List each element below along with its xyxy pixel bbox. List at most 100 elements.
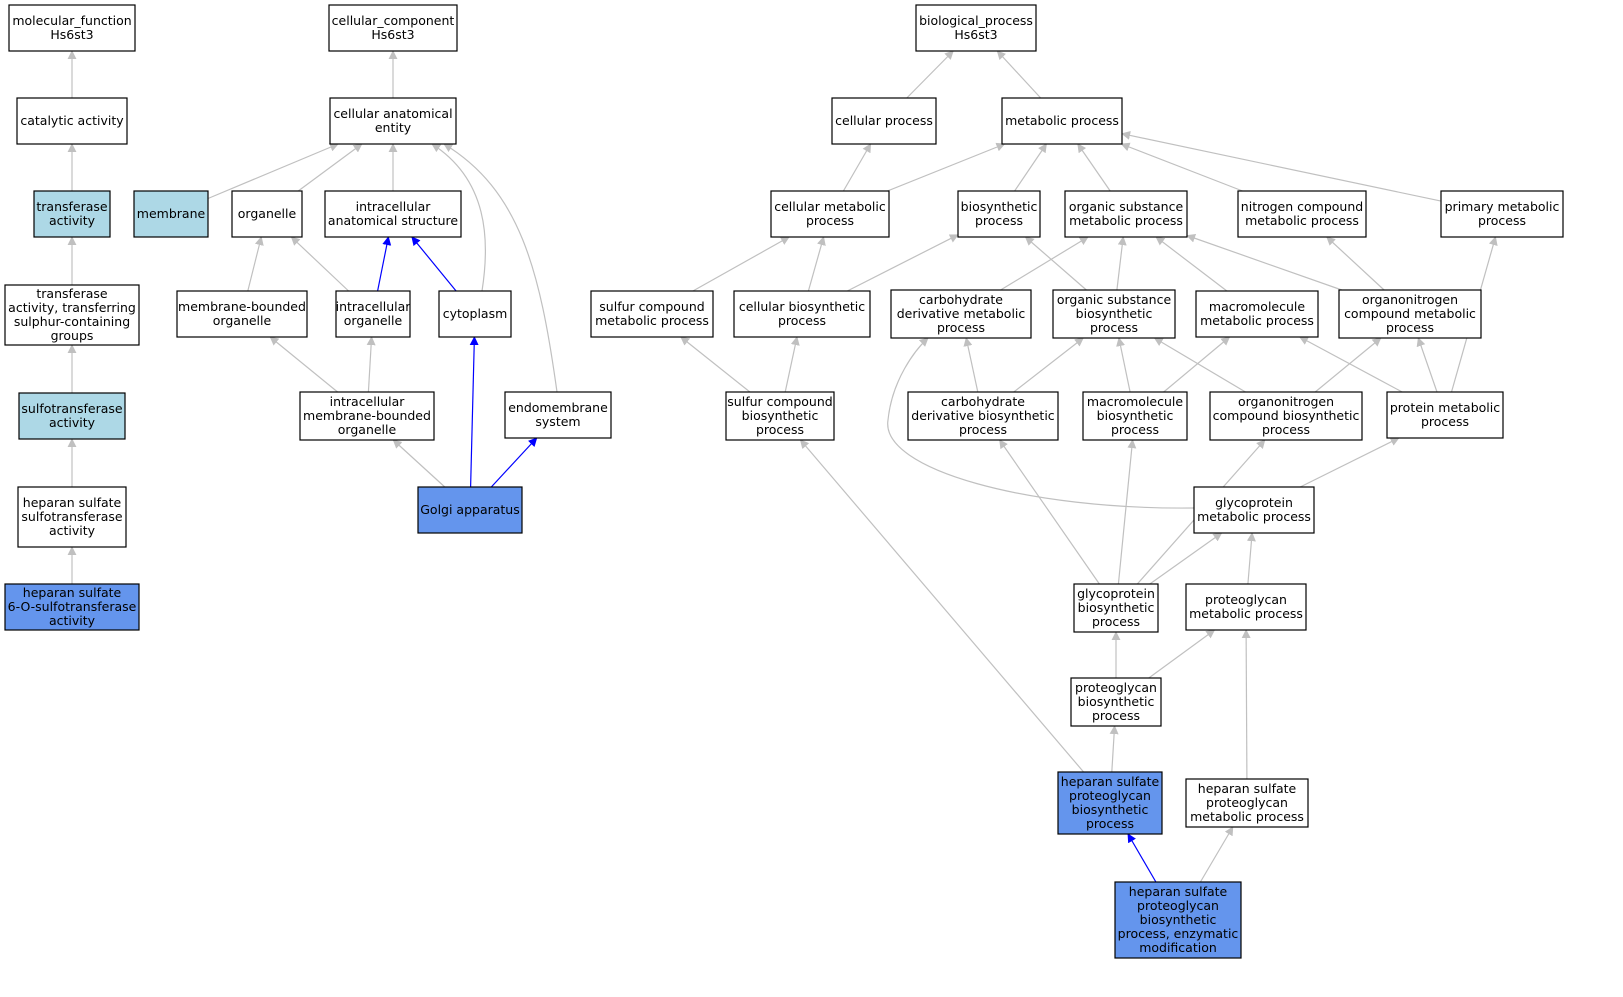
edge-pmp-to-metabolic_process [1121,130,1442,202]
node-organelle[interactable]: organelle [231,190,303,238]
node-box [733,290,871,338]
node-box [417,486,523,534]
node-box [907,391,1059,441]
node-label-line: biosynthetic [1078,694,1155,709]
node-box [1114,881,1242,959]
node-label-line: metabolic process [1189,606,1303,621]
edge-endomembrane-to-cae [443,143,558,393]
node-catalytic[interactable]: catalytic activity [16,97,128,145]
node-label-line: biosynthetic [1097,408,1174,423]
edge-macrobp-to-macromp [1163,336,1231,393]
edge-cbp-to-biosynthetic [847,234,959,292]
node-label-line: macromolecule [1209,299,1305,314]
node-hs-6o[interactable]: heparan sulfate6-O-sulfotransferaseactiv… [4,583,140,631]
node-label-line: glycoprotein [1215,495,1293,510]
edge-cdmp-to-osmp [1000,236,1089,291]
node-label-line: heparan sulfate [1198,781,1297,796]
node-box [1070,677,1162,727]
edge-scbp-to-cbp [784,336,800,393]
edge-imbo-to-mbo [269,336,338,393]
edge-glycobp-to-cdbp [999,439,1100,585]
node-label-line: sulfur compound [727,394,832,409]
node-box [890,289,1032,339]
node-label-line: biological_process [919,13,1033,28]
node-label-line: process [1386,320,1434,335]
node-membrane[interactable]: membrane [133,190,209,238]
node-label-line: cellular_component [332,13,455,28]
node-box [504,391,612,439]
node-box [17,486,127,548]
edge-glycobp-to-macrobp [1117,439,1137,585]
edge-glycomp-to-cdmp [887,337,1195,509]
node-label-line: modification [1139,940,1217,955]
node-cellular-process[interactable]: cellular process [831,97,937,145]
node-label-line: organelle [238,206,297,221]
node-box [590,290,714,338]
edge-ncmp-to-metabolic_process [1120,142,1243,192]
edge-cytoplasm-to-cae [431,143,486,292]
node-label-line: cellular anatomical [333,106,452,121]
node-label-line: cellular process [835,113,933,128]
edge-osmp-to-metabolic_process [1077,143,1111,192]
node-label-line: macromolecule [1087,394,1183,409]
node-label-line: activity, transferring [8,300,136,315]
node-metabolic-process[interactable]: metabolic process [1001,97,1123,145]
node-hspgbp[interactable]: heparan sulfateproteoglycanbiosyntheticp… [1057,771,1163,835]
node-golgi[interactable]: Golgi apparatus [417,486,523,534]
node-label-line: heparan sulfate [1061,774,1160,789]
edge-golgi-to-imbo [392,439,446,488]
node-box [324,190,462,238]
node-label-line: process [806,213,854,228]
node-box [18,392,126,440]
node-box [831,97,937,145]
node-box [328,4,458,52]
node-box [1386,391,1504,439]
node-hspgbp-enz[interactable]: heparan sulfateproteoglycanbiosyntheticp… [1114,881,1242,959]
edge-glycomp-to-protmp [1299,437,1400,488]
node-label-line: process [1086,816,1134,831]
edge-hspgmp-to-pgmp [1241,629,1251,780]
edge-membrane-to-cae [207,142,339,200]
node-label-line: process [1421,414,1469,429]
node-cytoplasm[interactable]: cytoplasm [438,290,512,338]
edge-layer [67,50,1498,883]
edge-golgi-to-endomembrane [490,437,538,488]
node-label-line: intracellular [330,394,406,409]
node-box [957,190,1041,238]
